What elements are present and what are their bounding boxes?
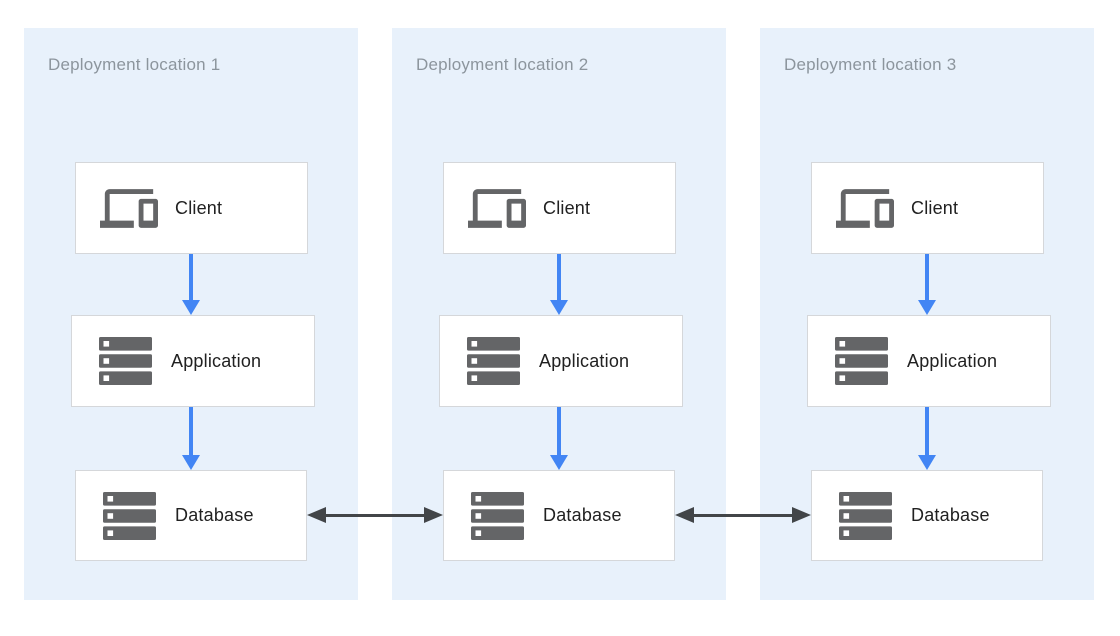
node-label: Application	[907, 350, 998, 371]
arrow-shaft	[557, 254, 561, 300]
flow-arrow-application-to-database	[550, 407, 568, 470]
arrow-shaft	[189, 407, 193, 455]
deployment-location-3-panel: Deployment location 3 Client	[760, 28, 1094, 600]
flow-arrow-client-to-application	[918, 254, 936, 315]
arrow-head-left-icon	[307, 507, 326, 523]
arrow-head-right-icon	[424, 507, 443, 523]
arrow-head-left-icon	[675, 507, 694, 523]
node-label: Application	[539, 350, 630, 371]
arrow-shaft	[925, 407, 929, 455]
application-node: Application	[439, 315, 683, 407]
panel-title: Deployment location 1	[48, 55, 221, 74]
server-stack-icon	[832, 491, 898, 540]
arrow-head-down-icon	[182, 455, 200, 470]
panel-title: Deployment location 2	[416, 55, 589, 74]
arrow-head-down-icon	[918, 300, 936, 315]
flow-arrow-client-to-application	[182, 254, 200, 315]
arrow-head-down-icon	[550, 455, 568, 470]
arrow-shaft	[326, 513, 424, 517]
flow-arrow-application-to-database	[182, 407, 200, 470]
arrow-head-down-icon	[182, 300, 200, 315]
node-label: Client	[175, 197, 223, 218]
arrow-shaft	[557, 407, 561, 455]
arrow-head-right-icon	[792, 507, 811, 523]
deployment-location-2-panel: Deployment location 2 Client	[392, 28, 726, 600]
sync-arrow-database-1-2	[307, 507, 443, 523]
deployment-location-1-panel: Deployment location 1 Client	[24, 28, 358, 600]
server-stack-icon	[92, 337, 158, 385]
client-node: Client	[75, 162, 308, 254]
arrow-shaft	[925, 254, 929, 300]
flow-arrow-client-to-application	[550, 254, 568, 315]
arrow-head-down-icon	[918, 455, 936, 470]
arrow-head-down-icon	[550, 300, 568, 315]
panel-title: Deployment location 3	[784, 55, 957, 74]
node-label: Database	[543, 505, 622, 525]
devices-icon	[832, 188, 898, 228]
application-node: Application	[71, 315, 315, 407]
database-node: Database	[811, 470, 1043, 561]
database-node: Database	[443, 470, 675, 561]
node-label: Client	[543, 197, 591, 218]
client-node: Client	[443, 162, 676, 254]
devices-icon	[96, 188, 162, 228]
server-stack-icon	[828, 337, 894, 385]
server-stack-icon	[464, 491, 530, 540]
node-label: Application	[171, 350, 262, 371]
node-label: Database	[911, 505, 990, 525]
application-node: Application	[807, 315, 1051, 407]
server-stack-icon	[96, 491, 162, 540]
server-stack-icon	[460, 337, 526, 385]
devices-icon	[464, 188, 530, 228]
sync-arrow-database-2-3	[675, 507, 811, 523]
database-node: Database	[75, 470, 307, 561]
flow-arrow-application-to-database	[918, 407, 936, 470]
node-label: Client	[911, 197, 959, 218]
arrow-shaft	[189, 254, 193, 300]
arrow-shaft	[694, 513, 792, 517]
client-node: Client	[811, 162, 1044, 254]
node-label: Database	[175, 505, 254, 525]
